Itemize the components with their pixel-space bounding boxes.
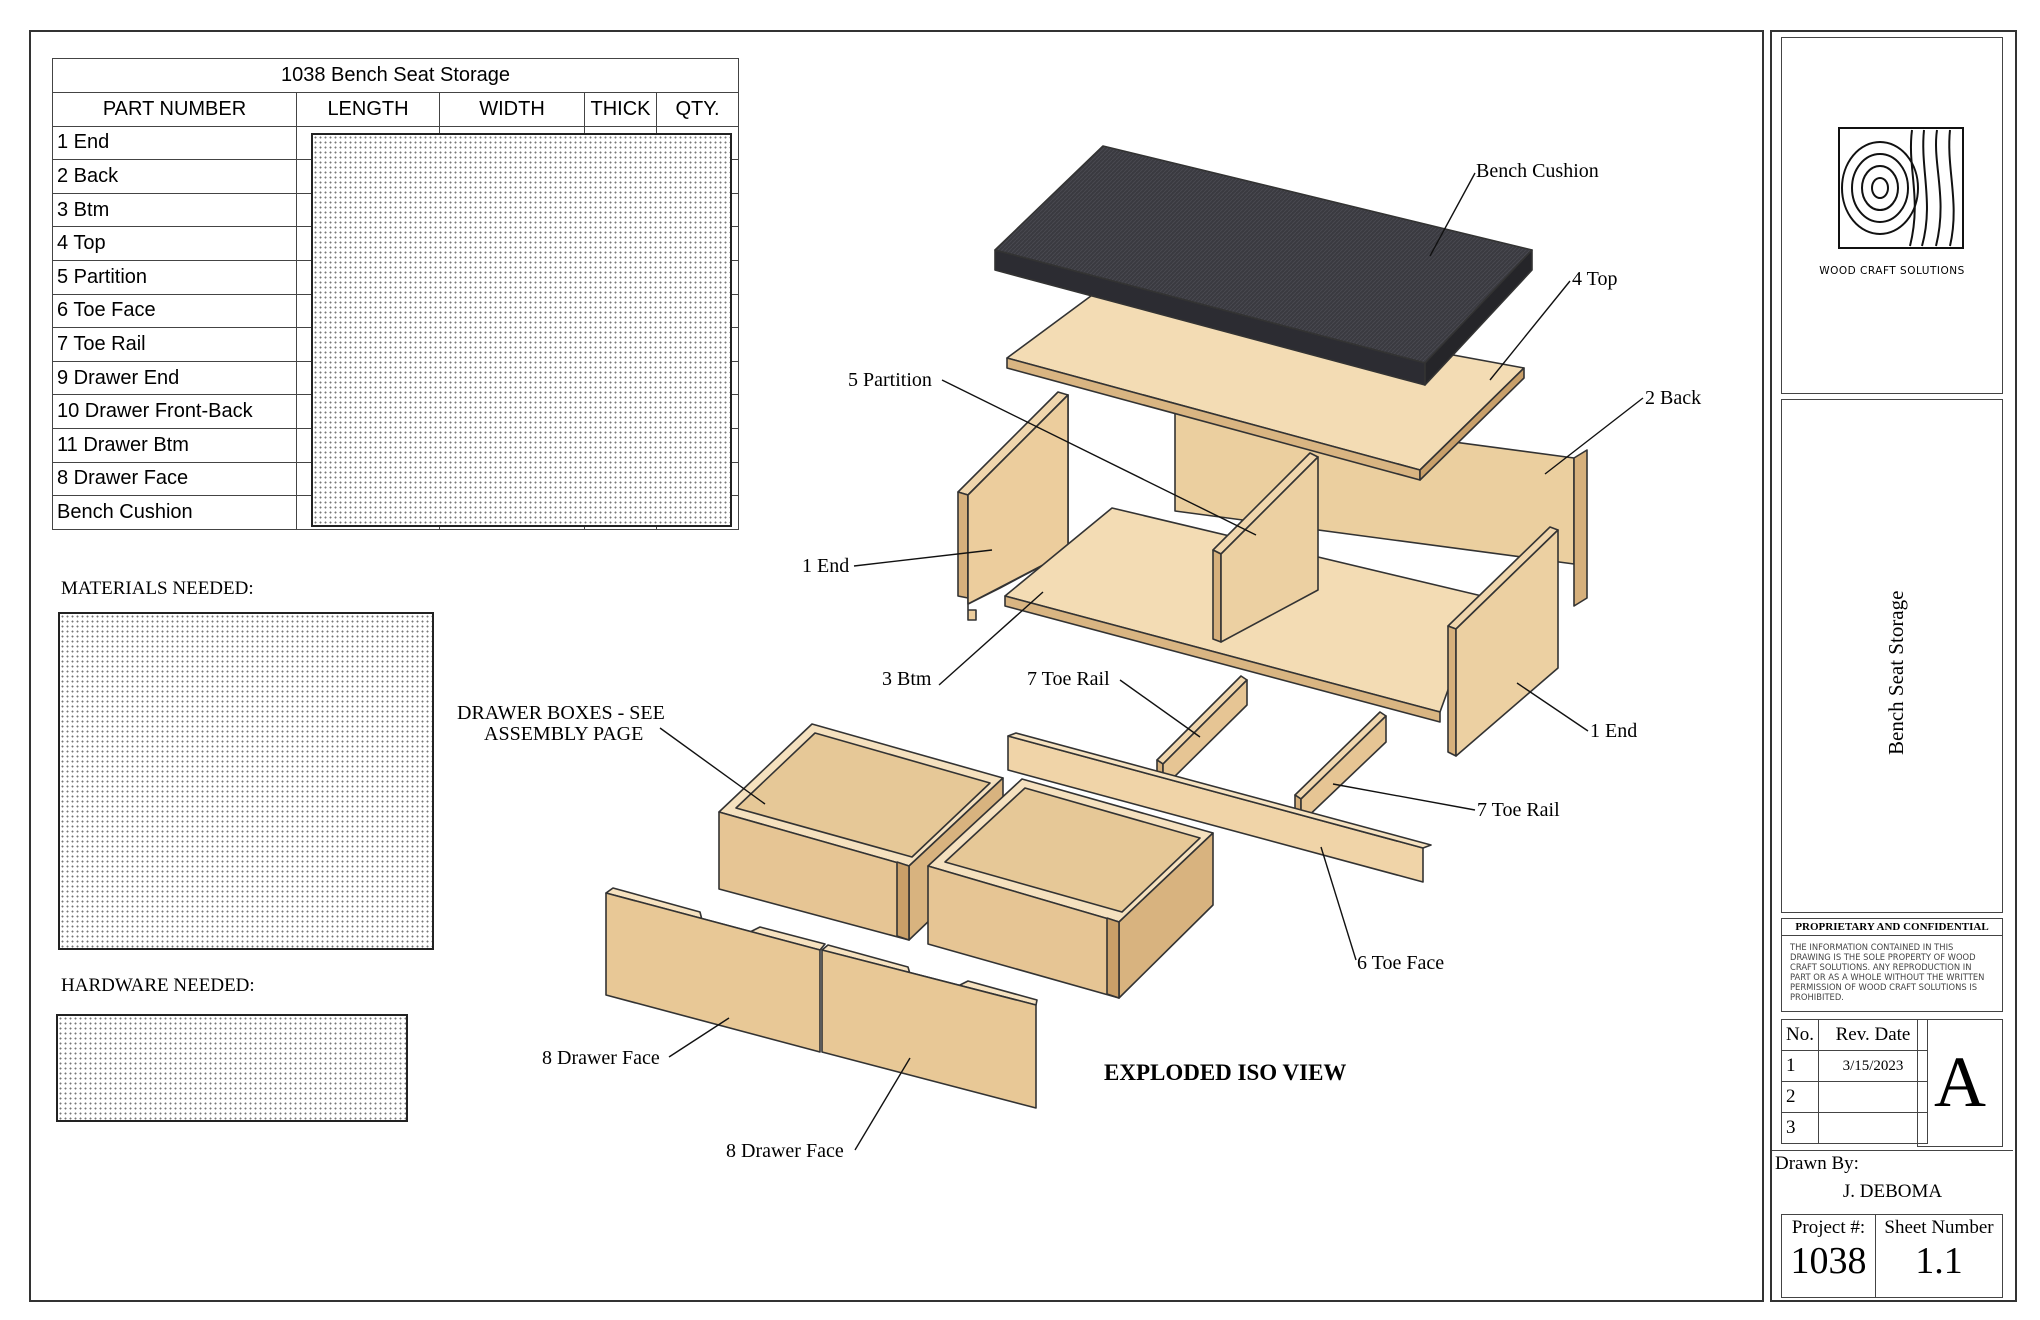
part-name: 6 Toe Face: [52, 293, 297, 329]
callout-btm: 3 Btm: [882, 668, 932, 690]
revision-table: No. Rev. Date 1 3/15/2023 2 3: [1781, 1019, 1928, 1144]
callout-drawer-face-lower: 8 Drawer Face: [726, 1140, 844, 1162]
rev-header-date: Rev. Date: [1817, 1019, 1928, 1051]
column-header-qty: QTY.: [656, 92, 739, 127]
revision-letter: A: [1934, 1042, 1986, 1122]
leader-line: [668, 1017, 730, 1058]
proprietary-heading: PROPRIETARY AND CONFIDENTIAL: [1782, 919, 2002, 936]
callout-drawer-face-upper: 8 Drawer Face: [542, 1047, 660, 1069]
title-block: [1770, 30, 2017, 1302]
leader-line: [941, 379, 1257, 536]
callout-toe-rail-right: 7 Toe Rail: [1477, 799, 1560, 821]
column-header-part-number: PART NUMBER: [52, 92, 297, 127]
part-name: 3 Btm: [52, 192, 297, 228]
drawing-title: Bench Seat Storage: [1884, 591, 1908, 755]
rev-no: 1: [1781, 1050, 1819, 1082]
rev-date: 3/15/2023: [1817, 1050, 1928, 1082]
leader-line: [938, 591, 1044, 686]
drawer-box-right: [927, 778, 1214, 999]
project-number-box: Project #: 1038: [1781, 1214, 1876, 1298]
toe-face: [1007, 732, 1432, 883]
part-name: 2 Back: [52, 159, 297, 194]
leader-line: [1489, 280, 1571, 381]
company-name: WOOD CRAFT SOLUTIONS: [1819, 265, 1965, 277]
leader-line: [853, 549, 993, 567]
parts-table-redaction-pattern: [311, 133, 732, 527]
leader-line: [1332, 783, 1476, 811]
leader-line: [1320, 846, 1357, 961]
callout-top: 4 Top: [1572, 268, 1617, 290]
part-name: 8 Drawer Face: [52, 461, 297, 497]
drawn-by-panel: Drawn By: J. DEBOMA: [1772, 1150, 2013, 1215]
table-row: 1 3/15/2023: [1781, 1050, 1928, 1082]
bench-cushion: [994, 145, 1533, 386]
table-row: 2: [1781, 1081, 1928, 1113]
leader-line: [1516, 682, 1589, 732]
wood-grain-logo-icon: WOOD CRAFT SOLUTIONS: [1819, 127, 1965, 277]
proprietary-panel: PROPRIETARY AND CONFIDENTIAL THE INFORMA…: [1781, 918, 2003, 1012]
drawing-border: [29, 30, 1764, 1302]
part-name: Bench Cushion: [52, 495, 297, 530]
rev-date: [1817, 1112, 1928, 1144]
top-panel: [1006, 289, 1525, 481]
drawer-face-right: [821, 944, 1038, 1109]
callout-partition: 5 Partition: [848, 369, 932, 391]
sheet-number: 1.1: [1915, 1240, 1963, 1282]
rev-no: 2: [1781, 1081, 1819, 1113]
callout-bench-cushion: Bench Cushion: [1476, 160, 1599, 182]
leader-line: [854, 1057, 911, 1151]
view-title: EXPLODED ISO VIEW: [1104, 1060, 1346, 1085]
parts-table-title: 1038 Bench Seat Storage: [52, 58, 739, 93]
drawer-face-left: [605, 887, 826, 1053]
hardware-pattern-box: [56, 1014, 408, 1122]
sheet-label: Sheet Number: [1884, 1217, 1994, 1238]
rev-no: 3: [1781, 1112, 1819, 1144]
leader-line: [1544, 397, 1644, 475]
part-name: 9 Drawer End: [52, 360, 297, 396]
drawn-by-name: J. DEBOMA: [1842, 1181, 1943, 1202]
toe-rail-left: [1156, 675, 1248, 789]
leader-line: [1119, 679, 1201, 738]
partition-panel: [1212, 452, 1319, 643]
table-row: 3: [1781, 1112, 1928, 1144]
leader-line: [659, 727, 766, 805]
materials-pattern-box: [58, 612, 434, 950]
callout-toe-rail-left: 7 Toe Rail: [1027, 668, 1110, 690]
logo-panel: WOOD CRAFT SOLUTIONS: [1781, 37, 2003, 394]
project-label: Project #:: [1791, 1217, 1866, 1238]
callout-toe-face: 6 Toe Face: [1357, 952, 1444, 974]
drawn-by-label: Drawn By:: [1775, 1153, 1859, 1174]
leader-line: [1429, 172, 1476, 257]
column-header-width: WIDTH: [439, 92, 585, 127]
rev-date: [1817, 1081, 1928, 1113]
project-number: 1038: [1790, 1240, 1867, 1282]
revision-letter-box: A: [1917, 1019, 2003, 1147]
end-panel-right: [1447, 526, 1559, 757]
callout-back: 2 Back: [1645, 387, 1701, 409]
callout-drawer-boxes-line1: DRAWER BOXES - SEE: [457, 702, 665, 724]
callout-end-right: 1 End: [1590, 720, 1637, 742]
toe-rail-right: [1294, 711, 1387, 824]
drawing-title-panel: Bench Seat Storage: [1781, 399, 2003, 913]
sheet-number-box: Sheet Number 1.1: [1875, 1214, 2003, 1298]
proprietary-text: THE INFORMATION CONTAINED IN THIS DRAWIN…: [1790, 942, 1985, 1002]
materials-needed-label: MATERIALS NEEDED:: [61, 578, 254, 599]
callout-drawer-boxes-line2: ASSEMBLY PAGE: [484, 723, 643, 745]
hardware-needed-label: HARDWARE NEEDED:: [61, 975, 255, 996]
rev-header-no: No.: [1781, 1019, 1819, 1051]
callout-end-left: 1 End: [802, 555, 849, 577]
